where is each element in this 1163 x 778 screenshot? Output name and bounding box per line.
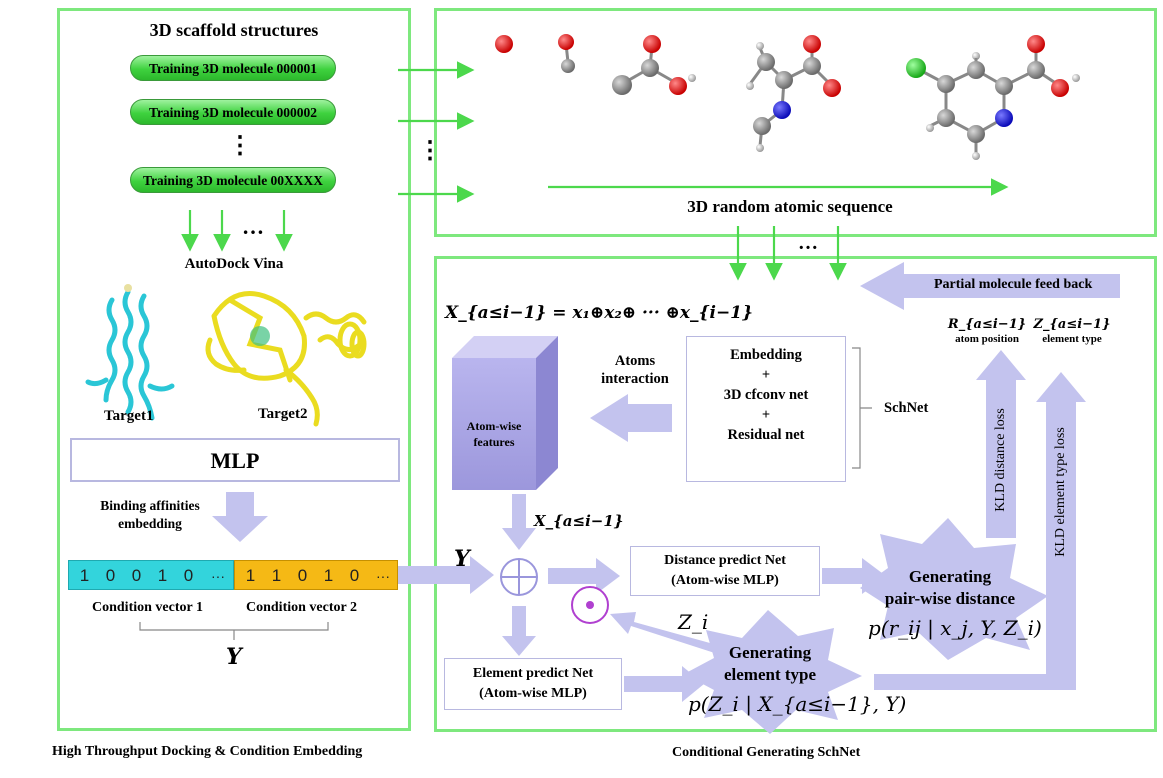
gen-element-text: Generating element type — [690, 642, 850, 686]
zi-label: Z_i — [678, 610, 709, 634]
schnet-line: Residual net — [727, 427, 805, 443]
target1-label: Target1 — [104, 408, 154, 424]
green-arrows — [181, 61, 1009, 281]
atoms-interaction-line1: Atoms — [614, 353, 656, 369]
vector1-digit: 1 — [79, 566, 90, 585]
vector2-digit: 1 — [245, 566, 256, 585]
autodock-label: AutoDock Vina — [184, 256, 284, 272]
z-caption: element type — [1042, 333, 1102, 345]
vector1-digit: 1 — [157, 566, 168, 585]
atoms-interaction-label: Atoms interaction — [590, 352, 680, 388]
molecule-5 — [906, 35, 1080, 160]
arrows-ellipsis: … — [242, 214, 264, 239]
binding-label-line1: Binding affinities — [100, 498, 200, 513]
right-caption: Conditional Generating SchNet — [672, 745, 861, 760]
arrows-ellipsis-right: … — [798, 232, 818, 254]
panel-vertical-ellipsis: ⋮ — [418, 138, 442, 164]
target2-protein — [205, 291, 367, 427]
molecule-1 — [495, 35, 513, 53]
element-net-line2: (Atom-wise MLP) — [479, 686, 587, 701]
vector1-digit: ··· — [211, 568, 225, 584]
mlp-label: MLP — [210, 448, 260, 473]
molecule-3 — [612, 35, 696, 95]
gen-element-formula: p(Z_i | X_{a≤i−1}, Y) — [688, 692, 907, 716]
distance-net-line1: Distance predict Net — [664, 553, 786, 568]
element-type-label: Z_{a≤i−1} element type — [1030, 318, 1114, 346]
binding-label-line2: embedding — [118, 516, 182, 531]
z-label: Z_{a≤i−1} — [1033, 317, 1111, 332]
sequence-formula: X_{a≤i−1} = x₁⊕x₂⊕ ··· ⊕x_{i−1} — [445, 303, 753, 323]
gen-distance-star — [860, 518, 1048, 660]
schnet-bracket — [852, 347, 872, 469]
target2-label: Target2 — [258, 406, 308, 422]
left-caption: High Throughput Docking & Condition Embe… — [52, 744, 363, 759]
molecule-2 — [558, 34, 575, 73]
atomwise-line2: features — [473, 435, 515, 449]
sequence-label: 3D random atomic sequence — [687, 197, 893, 216]
r-label: R_{a≤i−1} — [947, 317, 1027, 332]
x-label: X_{a≤i−1} — [534, 512, 624, 530]
gen-distance-formula: p(r_ij | x_j, Y, Z_i) — [868, 616, 1042, 640]
element-net-line1: Element predict Net — [472, 666, 594, 681]
bracket — [139, 622, 329, 640]
training-molecule-2[interactable]: Training 3D molecule 000002 — [130, 99, 336, 125]
binding-label: Binding affinities embedding — [90, 497, 210, 533]
condition-vector-2: 1 1 0 1 0 ··· — [234, 560, 398, 590]
gen-element-star — [684, 610, 862, 734]
vector2-label: Condition vector 2 — [246, 600, 357, 615]
schnet-box: Embedding + 3D cfconv net + Residual net — [686, 336, 846, 482]
gen-element-line2: element type — [723, 665, 817, 684]
kld-distance-label: KLD distance loss — [993, 408, 1008, 512]
feedback-label: Partial molecule feed back — [934, 277, 1093, 292]
atomwise-line1: Atom-wise — [466, 419, 522, 433]
bottom-right-panel — [434, 256, 1157, 732]
top-right-panel — [434, 8, 1157, 237]
schnet-line: + — [761, 367, 771, 383]
atom-position-label: R_{a≤i−1} atom position — [944, 318, 1030, 346]
r-caption: atom position — [955, 333, 1019, 345]
gen-element-line1: Generating — [728, 643, 812, 662]
atoms-interaction-line2: interaction — [601, 371, 669, 387]
distance-net-box: Distance predict Net (Atom-wise MLP) — [630, 546, 820, 596]
schnet-line: Embedding — [730, 347, 802, 363]
molecule-4 — [746, 35, 841, 152]
vector1-digit: 0 — [105, 566, 116, 585]
vector1-label: Condition vector 1 — [92, 600, 203, 615]
vector1-digit: 0 — [183, 566, 194, 585]
formula-text: X_{a≤i−1} = x₁⊕x₂⊕ ··· ⊕x_{i−1} — [445, 303, 753, 323]
mlp-box: MLP — [70, 438, 400, 482]
gen-distance-line2: pair-wise distance — [884, 589, 1016, 608]
atomwise-label: Atom-wise features — [452, 418, 536, 450]
purple-arrows — [212, 262, 1120, 702]
vertical-ellipsis: ⋮ — [228, 133, 252, 159]
schnet-line: + — [761, 407, 771, 423]
scaffold-title: 3D scaffold structures — [149, 20, 319, 40]
vector1-digit: 0 — [131, 566, 142, 585]
condition-vector-1: 1 0 0 1 0 ··· — [68, 560, 234, 590]
vector2-digit: 0 — [297, 566, 308, 585]
gen-distance-line1: Generating — [908, 567, 992, 586]
odot-icon — [571, 586, 609, 624]
vector2-digit: 1 — [323, 566, 334, 585]
training-molecule-3[interactable]: Training 3D molecule 00XXXX — [130, 167, 336, 193]
schnet-label: SchNet — [884, 400, 929, 416]
atomwise-cube — [452, 336, 558, 490]
vector2-digit: 1 — [271, 566, 282, 585]
schnet-line: 3D cfconv net — [723, 387, 809, 403]
vector2-digit: 0 — [349, 566, 360, 585]
training-molecule-1[interactable]: Training 3D molecule 000001 — [130, 55, 336, 81]
oplus-icon — [500, 558, 538, 596]
y-label-left: Y — [226, 644, 242, 670]
kld-element-label: KLD element type loss — [1053, 427, 1068, 557]
gen-distance-text: Generating pair-wise distance — [860, 566, 1040, 610]
vector2-digit: ··· — [376, 568, 390, 584]
distance-net-line2: (Atom-wise MLP) — [671, 573, 779, 588]
y-label-right: Y — [454, 546, 470, 572]
left-panel — [57, 8, 411, 731]
element-net-box: Element predict Net (Atom-wise MLP) — [444, 658, 622, 710]
target1-protein — [85, 284, 175, 421]
